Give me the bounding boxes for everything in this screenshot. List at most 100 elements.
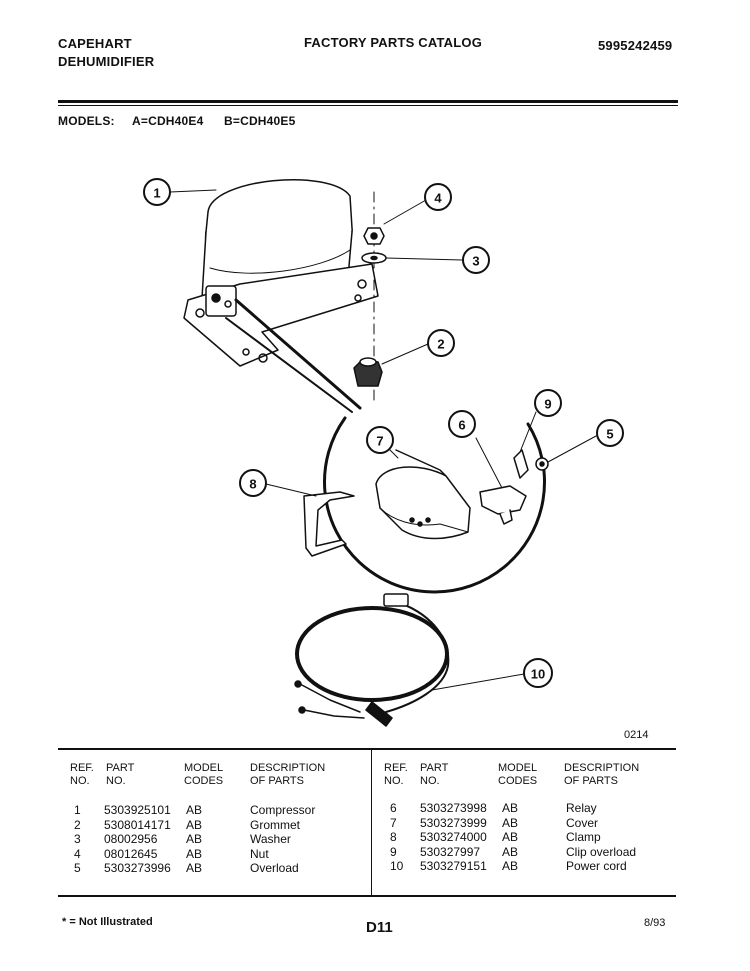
part-description: Overload	[250, 861, 299, 876]
brand-name: CAPEHART	[58, 36, 132, 51]
table-row: 9 530327997 AB Clip overload	[384, 845, 674, 860]
catalog-number: 5995242459	[598, 38, 673, 53]
callout-5	[596, 419, 624, 447]
table-row: 2 5308014171 AB Grommet	[70, 818, 370, 833]
part-description: Cover	[566, 815, 599, 830]
table-bottom-rule	[58, 895, 676, 897]
table-row: 3 08002956 AB Washer	[70, 832, 370, 847]
model-b: B=CDH40E5	[224, 114, 296, 128]
callout-7	[366, 426, 394, 454]
model-a: A=CDH40E4	[132, 114, 204, 128]
table-row: 10 5303279151 AB Power cord	[384, 859, 674, 874]
ref-no: 4	[74, 846, 81, 861]
callout-8-label: 8	[249, 477, 256, 492]
clip-and-overload-drawing	[513, 411, 597, 479]
part-no: 5303274000	[420, 830, 487, 845]
ref-no: 3	[74, 832, 81, 847]
callout-10-label: 10	[531, 667, 545, 682]
grommet-drawing	[353, 357, 383, 387]
part-no: 5308014171	[104, 817, 171, 832]
exploded-parts-diagram: 1 2 3 4 5 6 7 8 9 10	[143, 178, 624, 727]
part-no: 5303273998	[420, 801, 487, 815]
table-row: 7 5303273999 AB Cover	[384, 816, 674, 831]
header-rule-thick	[58, 100, 678, 103]
page-number: D11	[366, 919, 393, 936]
ref-no: 8	[390, 830, 397, 845]
model-codes: AB	[186, 846, 203, 861]
ref-no: 6	[390, 801, 397, 815]
models-label: MODELS:	[58, 114, 115, 128]
part-description: Clamp	[566, 830, 601, 845]
not-illustrated-note: * = Not Illustrated	[62, 916, 153, 928]
part-description: Power cord	[566, 859, 627, 874]
part-description: Washer	[250, 832, 291, 847]
model-codes: AB	[502, 859, 519, 874]
part-description: Clip overload	[566, 844, 637, 859]
callout-3	[462, 246, 490, 274]
part-description: Grommet	[250, 817, 301, 832]
ref-no: 2	[74, 817, 81, 832]
part-no: 530327997	[420, 844, 481, 859]
ref-no: 9	[390, 844, 397, 859]
model-codes: AB	[502, 801, 519, 815]
part-description: Compressor	[250, 803, 316, 817]
callout-1-label: 1	[153, 186, 160, 201]
clamp-drawing	[303, 491, 355, 557]
callout-9	[534, 389, 562, 417]
callout-3-label: 3	[472, 254, 479, 269]
relay-drawing	[475, 437, 527, 525]
part-no: 5303273996	[104, 861, 171, 876]
callout-4	[424, 183, 452, 211]
power-cord-drawing	[294, 593, 450, 727]
callout-6	[448, 410, 476, 438]
callout-6-label: 6	[458, 418, 465, 433]
header-rule-thin	[58, 105, 678, 106]
catalog-title: FACTORY PARTS CATALOG	[304, 35, 483, 50]
callout-9-label: 9	[544, 397, 551, 412]
parts-list-right: 6 5303273998 AB Relay 7 5303273999 AB Co…	[384, 801, 674, 874]
part-no: 5303273999	[420, 815, 487, 830]
drawing-code: 0214	[624, 729, 649, 741]
parts-list-left: 1 5303925101 AB Compressor 2 5308014171 …	[70, 803, 370, 876]
revision-date: 8/93	[644, 917, 666, 929]
part-no: 08012645	[104, 846, 158, 861]
th-ref-left: REF.NO.	[70, 762, 94, 787]
part-description: Nut	[250, 846, 269, 861]
table-row: 4 08012645 AB Nut	[70, 847, 370, 862]
callout-2-label: 2	[437, 337, 444, 352]
callout-1	[143, 178, 171, 206]
callout-4-label: 4	[434, 191, 442, 206]
ref-no: 7	[390, 815, 397, 830]
nut-drawing	[363, 227, 385, 245]
model-codes: AB	[502, 844, 519, 859]
callout-8	[239, 469, 267, 497]
ref-no: 1	[74, 803, 81, 817]
model-codes: AB	[186, 817, 203, 832]
table-row: 5 5303273996 AB Overload	[70, 861, 370, 876]
callout-2	[427, 329, 455, 357]
callout-5-label: 5	[606, 427, 613, 442]
model-codes: AB	[502, 830, 519, 845]
model-codes: AB	[502, 815, 519, 830]
callout-10	[523, 658, 553, 688]
model-codes: AB	[186, 861, 203, 876]
table-top-rule	[58, 748, 676, 750]
table-row: 1 5303925101 AB Compressor	[70, 803, 370, 818]
ref-no: 10	[390, 859, 404, 874]
product-name: DEHUMIDIFIER	[58, 54, 155, 69]
compressor-drawing	[183, 179, 379, 367]
part-no: 5303925101	[104, 803, 171, 817]
part-description: Relay	[566, 801, 597, 815]
table-row: 6 5303273998 AB Relay	[384, 801, 674, 816]
table-divider	[371, 750, 372, 896]
callout-7-label: 7	[376, 434, 383, 449]
part-no: 08002956	[104, 832, 158, 847]
model-codes: AB	[186, 832, 203, 847]
th-ref-right: REF.NO.	[384, 762, 408, 787]
